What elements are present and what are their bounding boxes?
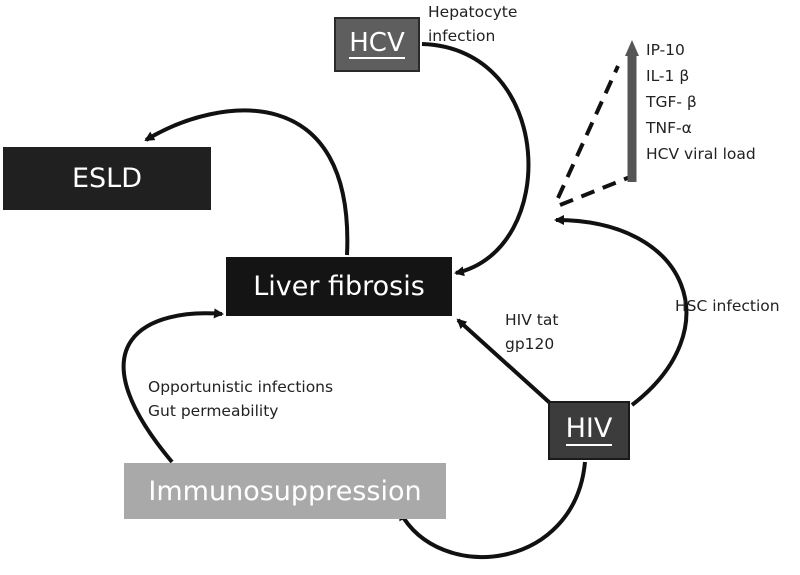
edge-label-line: HSC infection: [675, 297, 780, 315]
dashed-link-lower: [559, 175, 631, 207]
node-hcv-label: HCV: [349, 27, 405, 60]
node-hcv: HCV: [334, 17, 420, 72]
node-hiv: HIV: [548, 401, 630, 460]
edge-label-line: Opportunistic infections: [148, 378, 334, 396]
node-immunosuppression: Immunosuppression: [124, 463, 446, 519]
node-esld-label: ESLD: [71, 163, 143, 194]
edge-label-line: Hepatocyte: [428, 3, 518, 21]
node-immunosuppression-label: Immunosuppression: [148, 475, 422, 507]
edge-label-line: gp120: [505, 335, 555, 353]
edge-label-line: HIV tat: [505, 311, 559, 329]
marker-item: IL-1 β: [646, 67, 690, 85]
marker-item: HCV viral load: [646, 145, 756, 163]
arrow-hiv-to-immunosuppression: [398, 461, 587, 560]
arrow-hiv-hsc-infection: [554, 215, 689, 407]
marker-item: TNF-α: [646, 119, 692, 137]
arrow-hcv-to-fibrosis: [421, 42, 531, 277]
edge-label-hepatocyte-infection: Hepatocyte infection: [428, 0, 517, 48]
arrow-immunosuppression-to-fibrosis: [121, 308, 224, 464]
edge-label-hiv-proteins: HIV tat gp120: [505, 308, 558, 356]
edge-label-hsc-infection: HSC infection: [675, 294, 780, 318]
marker-item: TGF- β: [646, 93, 697, 111]
marker-list: IP-10 IL-1 β TGF- β TNF-α HCV viral load: [646, 37, 756, 167]
edge-label-opportunistic: Opportunistic infections Gut permeabilit…: [148, 375, 333, 423]
node-liver-fibrosis-label: Liver fibrosis: [253, 271, 425, 302]
dashed-link-upper: [556, 65, 620, 199]
marker-item: IP-10: [646, 41, 685, 59]
node-hiv-label: HIV: [565, 413, 613, 446]
node-esld: ESLD: [3, 147, 211, 210]
arrow-fibrosis-to-esld: [144, 108, 350, 256]
edge-label-line: Gut permeability: [148, 402, 279, 420]
edge-label-line: infection: [428, 27, 496, 45]
node-liver-fibrosis: Liver fibrosis: [226, 257, 452, 316]
arrow-hiv-to-fibrosis: [456, 318, 552, 405]
